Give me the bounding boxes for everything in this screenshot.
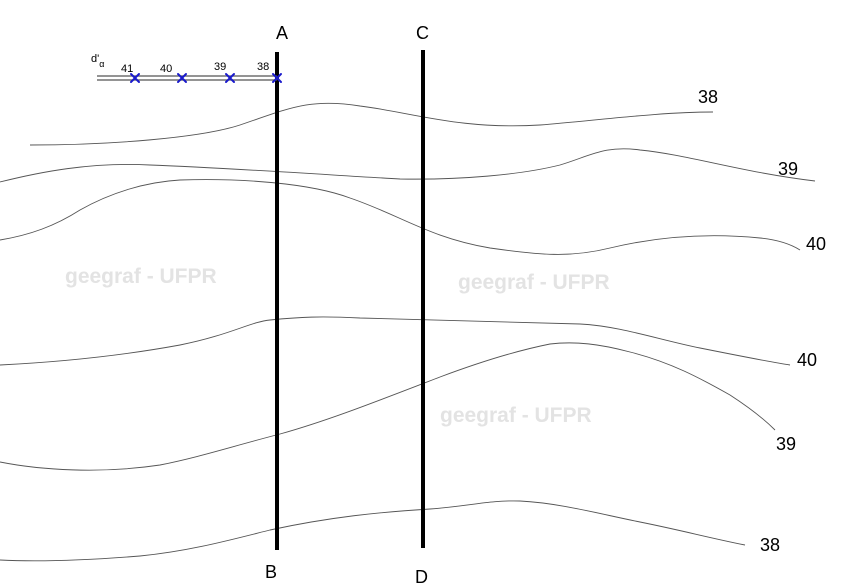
watermark: geegraf - UFPR — [458, 271, 610, 294]
contour-line-40-bottom — [0, 316, 791, 366]
scale-tick-label: 41 — [121, 63, 133, 75]
contour-label: 38 — [698, 87, 718, 107]
contour-line-39-bottom — [0, 342, 776, 471]
scale-marker-x-icon — [130, 73, 140, 83]
contour-lines — [0, 102, 816, 562]
contour-line-39-top — [0, 148, 816, 183]
section-point-c-label: C — [416, 23, 429, 43]
scale-tick-label: 38 — [257, 61, 269, 73]
watermark: geegraf - UFPR — [65, 265, 217, 288]
contour-label: 40 — [797, 350, 817, 370]
contour-line-40-top — [0, 179, 801, 255]
contour-label: 39 — [776, 434, 796, 454]
contour-line-38-top — [29, 102, 714, 146]
scale-marker-x-icon — [272, 73, 282, 83]
contour-line-38-bottom — [0, 500, 746, 562]
scale-tick-label: 39 — [214, 61, 226, 73]
contour-label: 40 — [806, 234, 826, 254]
scale-marker-x-icon — [177, 73, 187, 83]
scale-bar-symbol: d'α — [91, 53, 104, 69]
watermark: geegraf - UFPR — [440, 404, 592, 427]
scale-bar: d'α 41 40 39 38 — [91, 53, 282, 83]
scale-marker-x-icon — [225, 73, 235, 83]
scale-tick-label: 40 — [160, 63, 172, 75]
section-point-a-label: A — [276, 23, 288, 43]
contour-label: 39 — [778, 159, 798, 179]
section-point-b-label: B — [265, 562, 277, 582]
section-point-d-label: D — [415, 567, 428, 587]
contour-label: 38 — [760, 535, 780, 555]
